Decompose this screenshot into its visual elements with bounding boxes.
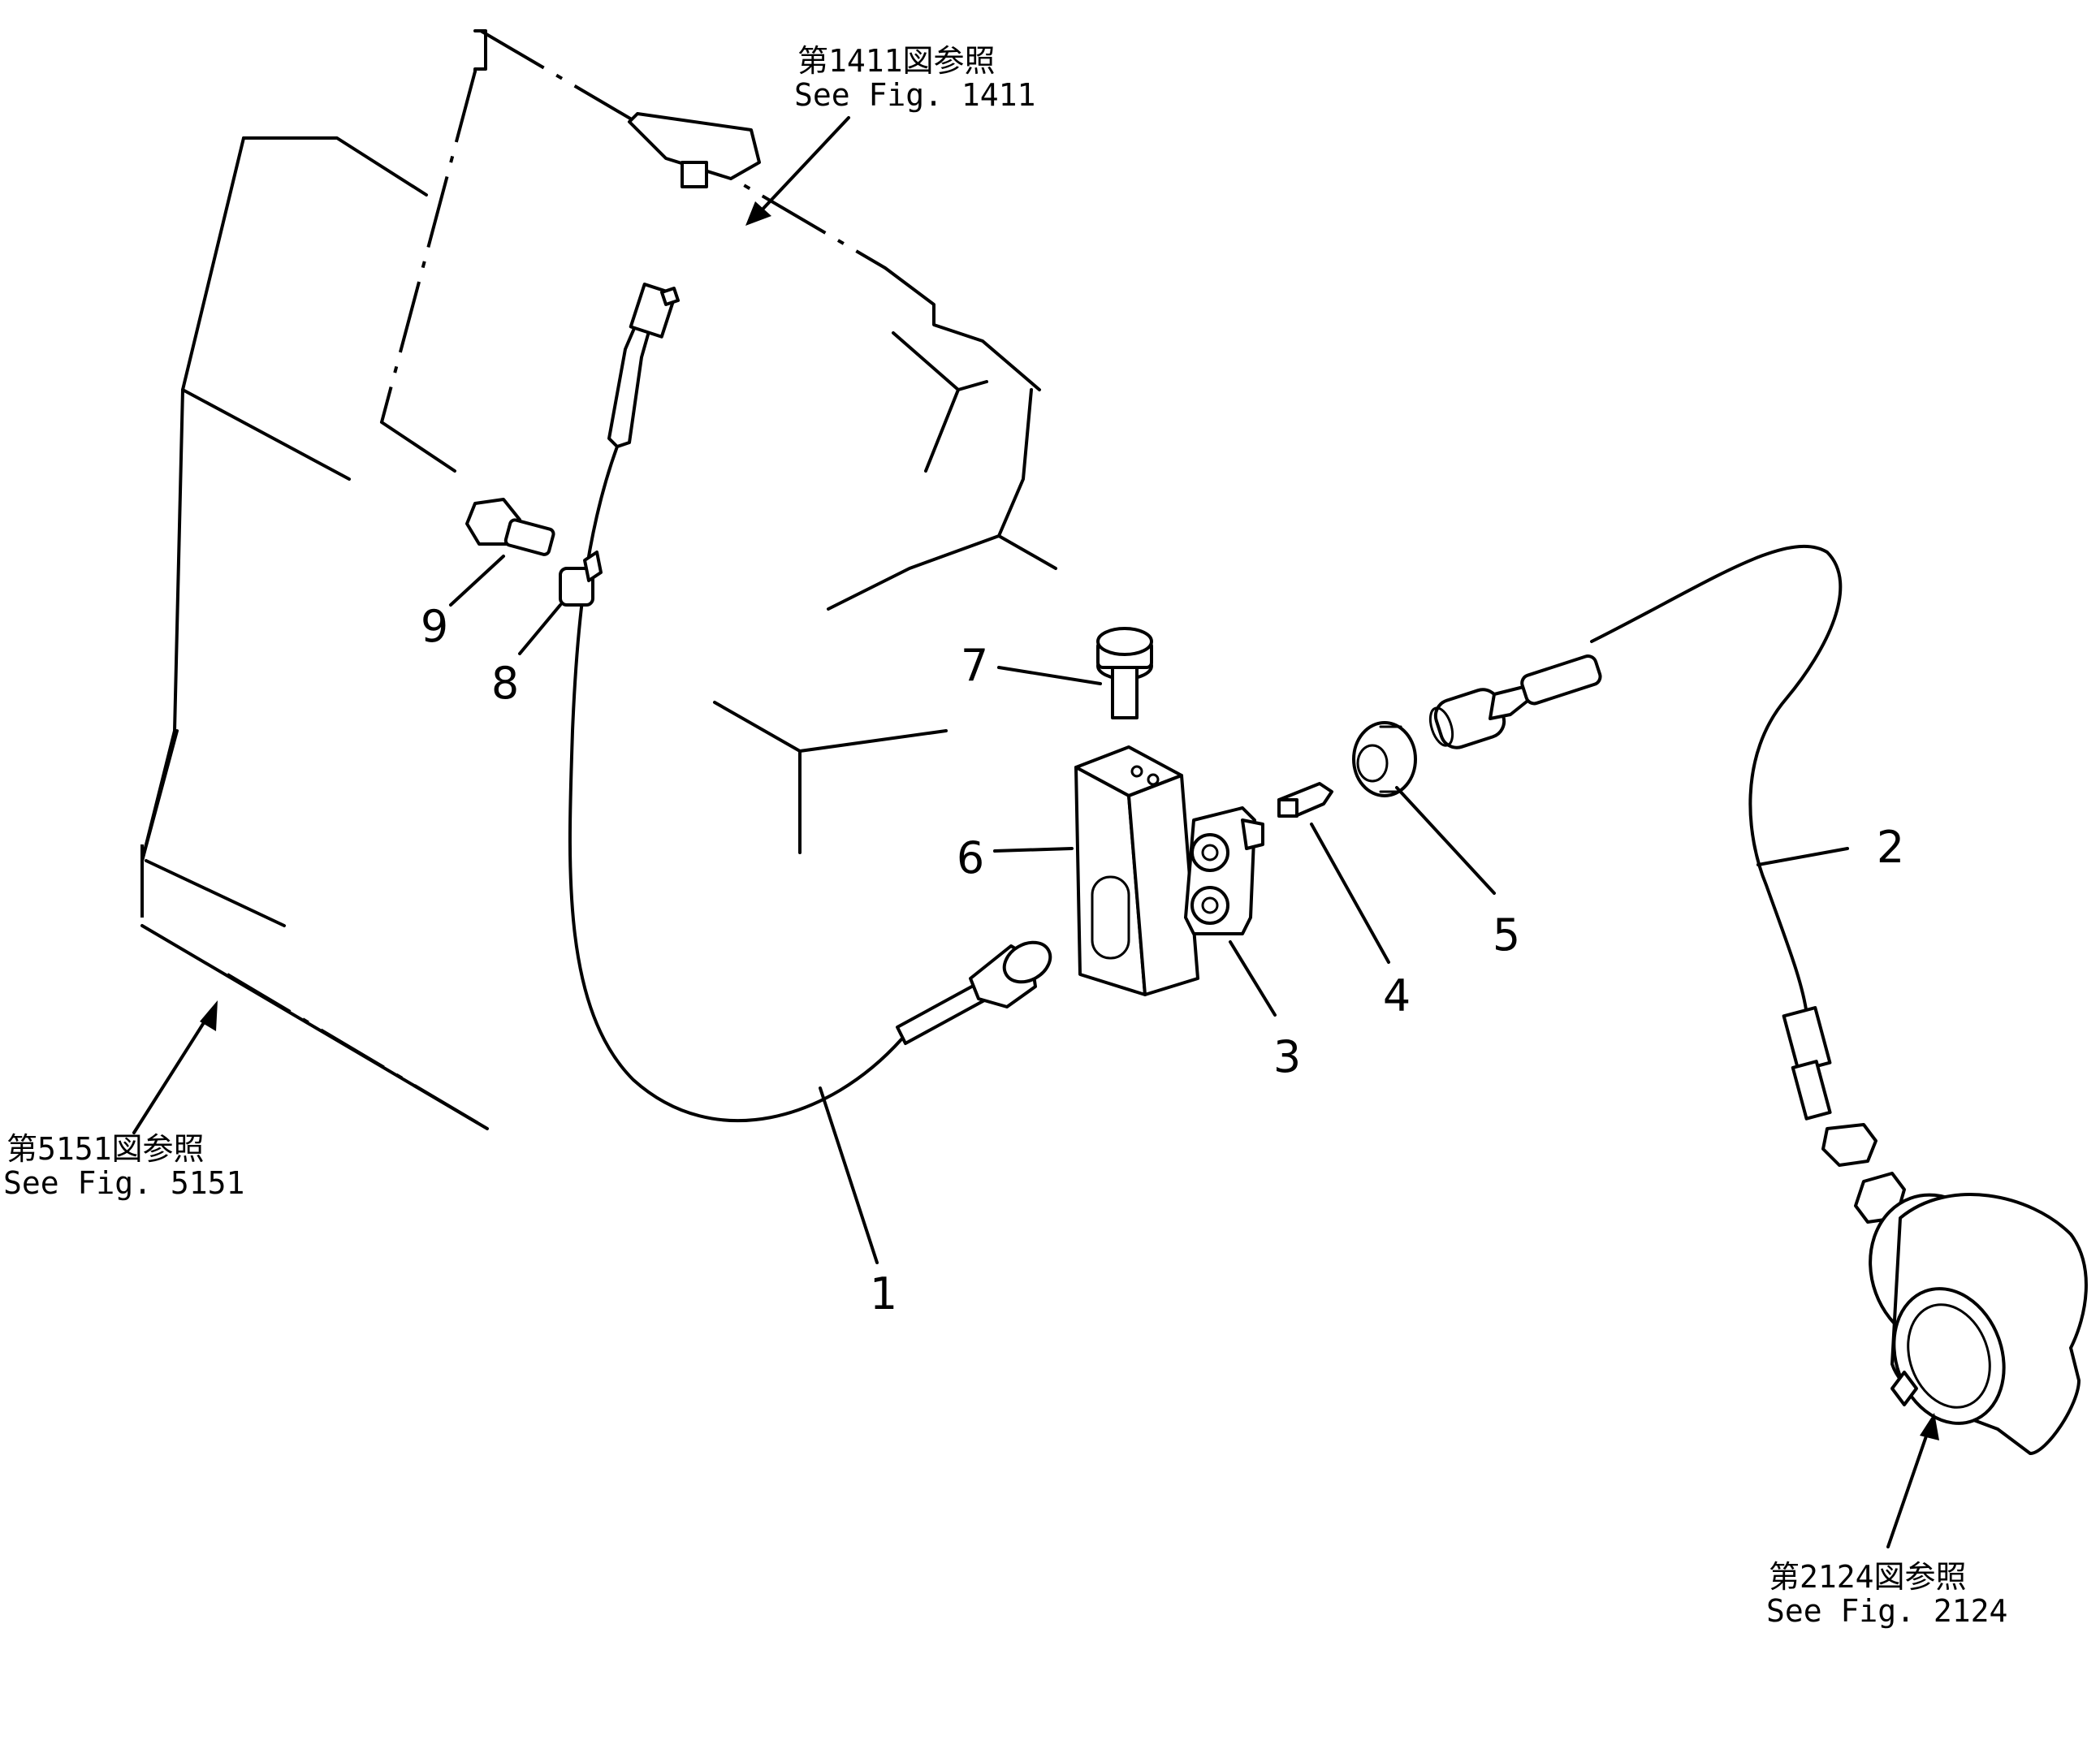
ref-2124-jp: 第2124図参照 xyxy=(1769,1559,1967,1595)
callout-3: 3 xyxy=(1273,1031,1301,1082)
callout-6: 6 xyxy=(957,832,984,883)
clamp-8 xyxy=(559,551,603,607)
reference-arrows xyxy=(132,116,1939,1548)
nut-5 xyxy=(1352,721,1417,797)
leader-4 xyxy=(1310,823,1390,964)
leader-1 xyxy=(819,1086,879,1264)
leader-3 xyxy=(1229,940,1277,1017)
pin-4 xyxy=(1277,782,1333,818)
ref-5151-en: See Fig. 5151 xyxy=(3,1165,244,1201)
leader-9 xyxy=(449,555,505,607)
chassis-outline xyxy=(140,29,1057,1130)
cable-1 xyxy=(568,112,1052,1123)
ref-2124-en: See Fig. 2124 xyxy=(1766,1593,2007,1629)
ref-1411-jp: 第1411図参照 xyxy=(797,43,996,79)
callout-7: 7 xyxy=(961,640,988,691)
bracket-6 xyxy=(1074,745,1199,996)
callout-4: 4 xyxy=(1383,970,1411,1021)
callout-2: 2 xyxy=(1877,822,1904,873)
cable-2 xyxy=(1428,544,2088,1455)
leader-2 xyxy=(1756,847,1849,866)
bolt-9 xyxy=(465,498,555,556)
leader-7 xyxy=(997,666,1102,685)
callout-5: 5 xyxy=(1493,909,1520,961)
ref-1411-en: See Fig. 1411 xyxy=(794,77,1035,113)
callout-numbers: 1 2 3 4 5 6 7 8 9 xyxy=(421,601,1904,1319)
arrow-fig-2124 xyxy=(1886,1427,1930,1548)
leader-lines xyxy=(449,555,1849,1264)
arrow-fig-1411 xyxy=(758,116,850,214)
figure-references: 第1411図参照 See Fig. 1411 第5151図参照 See Fig.… xyxy=(3,43,2007,1629)
bolt-7 xyxy=(1096,627,1153,719)
switch-3 xyxy=(1184,806,1264,935)
leader-5 xyxy=(1395,786,1496,895)
leader-8 xyxy=(518,603,562,655)
callout-9: 9 xyxy=(421,601,448,652)
callout-1: 1 xyxy=(870,1268,897,1319)
arrow-fig-5151 xyxy=(132,1013,210,1134)
callout-8: 8 xyxy=(491,658,519,709)
leader-6 xyxy=(993,847,1074,853)
ref-5151-jp: 第5151図参照 xyxy=(6,1131,205,1167)
